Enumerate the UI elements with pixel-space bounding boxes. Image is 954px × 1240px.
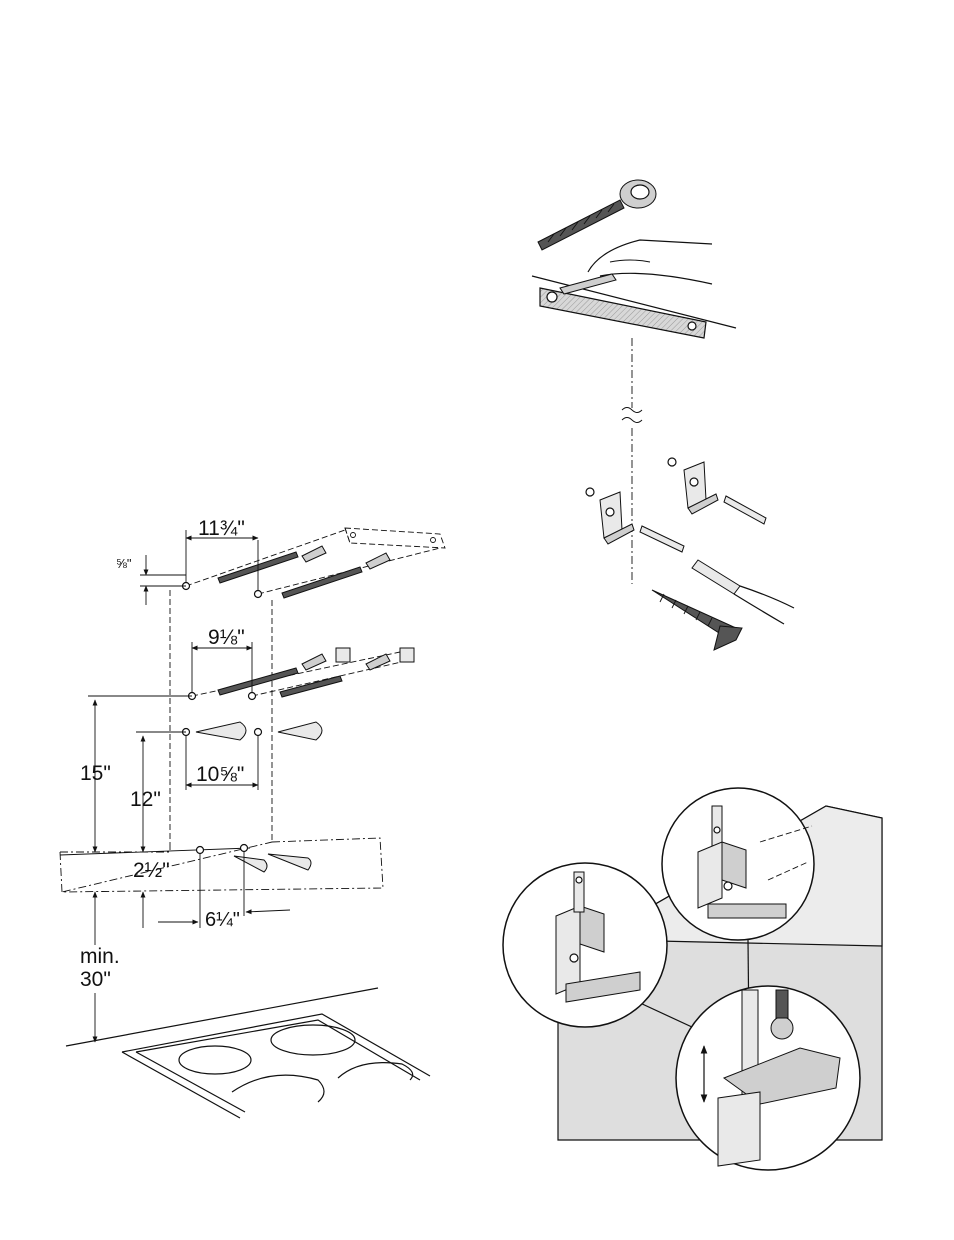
dim-second-width-label: 9⅛" bbox=[208, 626, 245, 649]
dim-bottom-width: 6¼" bbox=[158, 852, 290, 931]
third-row-plugs: 10⅝" bbox=[136, 722, 322, 790]
hood-base-outline: 2½" bbox=[60, 838, 383, 892]
wood-screw-icon bbox=[652, 590, 742, 650]
lag-screw-icon bbox=[538, 180, 656, 250]
min-height-value: 30" bbox=[80, 968, 111, 991]
dim-top-width-label: 11¾" bbox=[198, 517, 245, 540]
dim-lower-offset-label: 2½" bbox=[133, 859, 170, 882]
dim-top-offset: ⅝" bbox=[116, 555, 186, 605]
wall-anchor-icon bbox=[302, 546, 390, 569]
left-mounting-diagram: 11¾" ⅝" 9⅛" bbox=[60, 517, 445, 1118]
dim-height-outer-label: 15" bbox=[80, 762, 111, 785]
bracket-outline bbox=[345, 528, 445, 548]
wall-clip-left bbox=[586, 488, 634, 544]
dim-bottom-width-label: 6¼" bbox=[205, 909, 240, 931]
clip-detail-adjust bbox=[676, 986, 860, 1170]
cooktop-illustration bbox=[66, 988, 430, 1118]
dim-heights: 15" 12" bbox=[80, 700, 161, 852]
mounting-bracket bbox=[540, 274, 706, 338]
wall-clip-right bbox=[668, 458, 718, 514]
drill-bit-icon bbox=[218, 552, 362, 598]
bottom-right-cabinet-illustration bbox=[503, 788, 882, 1170]
clip-detail-left bbox=[503, 863, 667, 1027]
dim-third-width-label: 10⅝" bbox=[196, 763, 244, 786]
clip-detail-top bbox=[662, 788, 814, 940]
min-height-label: min. bbox=[80, 945, 120, 968]
dim-min-height: min. 30" bbox=[76, 892, 143, 1042]
dim-top-offset-label: ⅝" bbox=[116, 556, 132, 571]
top-right-mounting-illustration bbox=[532, 180, 794, 650]
second-row-drills: 9⅛" bbox=[189, 626, 415, 700]
top-row-drills bbox=[183, 530, 441, 598]
dim-height-inner-label: 12" bbox=[130, 788, 161, 811]
screwdriver-icon bbox=[692, 560, 794, 624]
